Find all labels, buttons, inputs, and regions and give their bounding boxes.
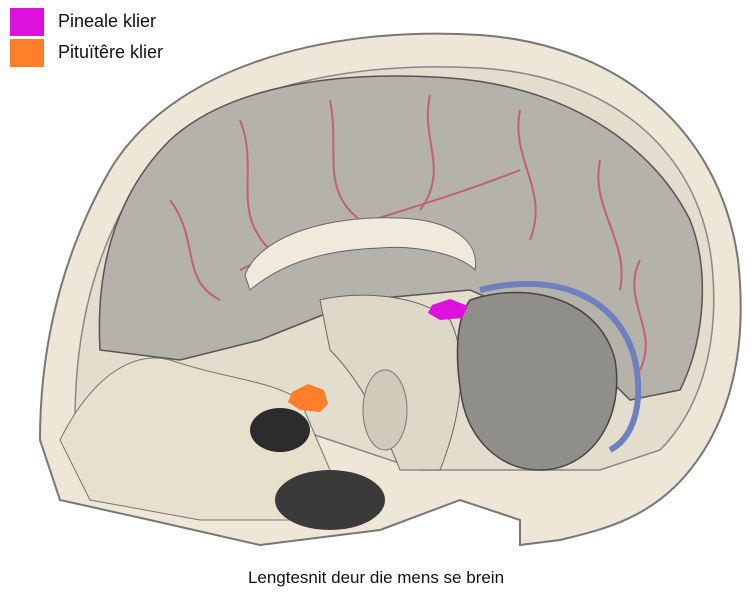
pineal-gland (428, 299, 468, 320)
legend-item-pituitary: Pituïtêre klier (10, 37, 163, 68)
legend-label: Pineale klier (58, 11, 157, 31)
tentorium (479, 280, 642, 453)
pons (362, 369, 408, 451)
sphenoid-sinus (250, 408, 310, 452)
caption: Lengtesnit deur die mens se brein (247, 568, 505, 587)
pituitary-gland (288, 384, 328, 412)
pituitary-swatch (10, 38, 44, 67)
cerebellum (456, 291, 618, 471)
foramen (275, 470, 385, 530)
pineal-swatch (10, 7, 44, 36)
corpus-callosum (244, 217, 477, 291)
legend-item-pineal: Pineale klier (10, 6, 163, 37)
legend-label: Pituïtêre klier (58, 42, 164, 62)
blood-vessels (169, 94, 647, 371)
legend: Pineale klier Pituïtêre klier (10, 6, 163, 68)
